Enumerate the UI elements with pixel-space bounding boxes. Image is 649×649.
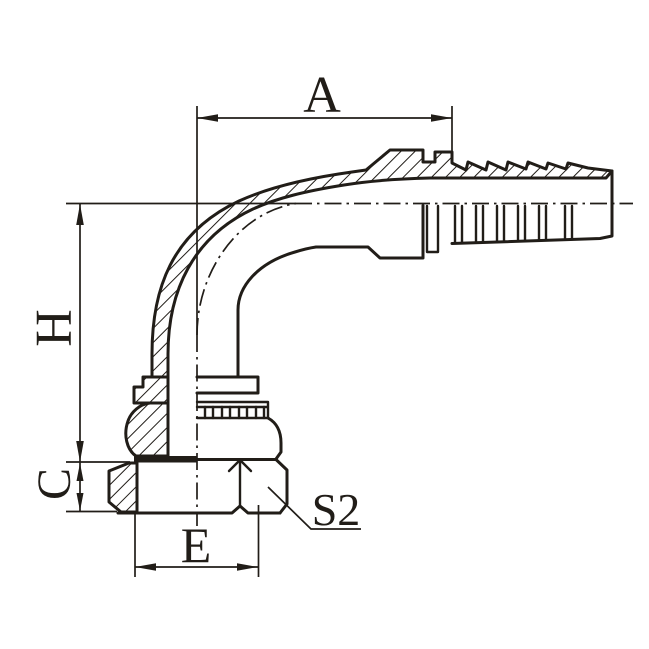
dim-label-e: E (181, 517, 212, 573)
flange-section (132, 375, 170, 405)
flare-cone-section (124, 401, 170, 458)
s2-callout: S2 (267, 484, 361, 535)
nut-dome-profile (266, 416, 283, 461)
dimension-a: A (197, 67, 453, 156)
centerlines (66, 106, 633, 526)
seal-seat-face (134, 456, 197, 463)
dimension-e: E (134, 505, 260, 577)
dim-label-c: C (28, 468, 81, 500)
dimension-c: C (28, 462, 117, 513)
barb-grooves (453, 204, 574, 245)
dim-a-arrow-right (431, 114, 452, 122)
dim-e-arrow-right (237, 563, 258, 571)
collar-step (425, 204, 440, 254)
elbow-wall-section (107, 148, 614, 514)
hex-right-face (274, 458, 289, 515)
wrench-size-label: S2 (312, 484, 361, 535)
inner-bend-profile (236, 204, 425, 379)
dim-c-arrow-top (76, 463, 84, 481)
dim-h-arrow-top (76, 204, 84, 225)
washer-serrations (203, 405, 266, 420)
elbow-top-wall (150, 148, 614, 379)
flange-right-outline (195, 375, 260, 395)
bend-centerline-arc (196, 202, 297, 336)
swivel-nut (116, 375, 289, 515)
nut-bottom-edge (116, 504, 282, 515)
nut-wall-section (107, 461, 139, 514)
hex-chamfer-lines (227, 459, 253, 473)
dim-label-h: H (26, 309, 83, 347)
hose-tail (236, 169, 614, 379)
dimension-h: H (26, 204, 130, 463)
dim-a-arrow-left (197, 114, 218, 122)
dim-c-arrow-bottom (76, 493, 84, 511)
washer-band (195, 400, 270, 420)
dim-h-arrow-bottom (76, 441, 84, 462)
dim-label-a: A (303, 67, 341, 124)
dim-e-arrow-left (135, 563, 156, 571)
s2-leader-line (267, 486, 361, 530)
